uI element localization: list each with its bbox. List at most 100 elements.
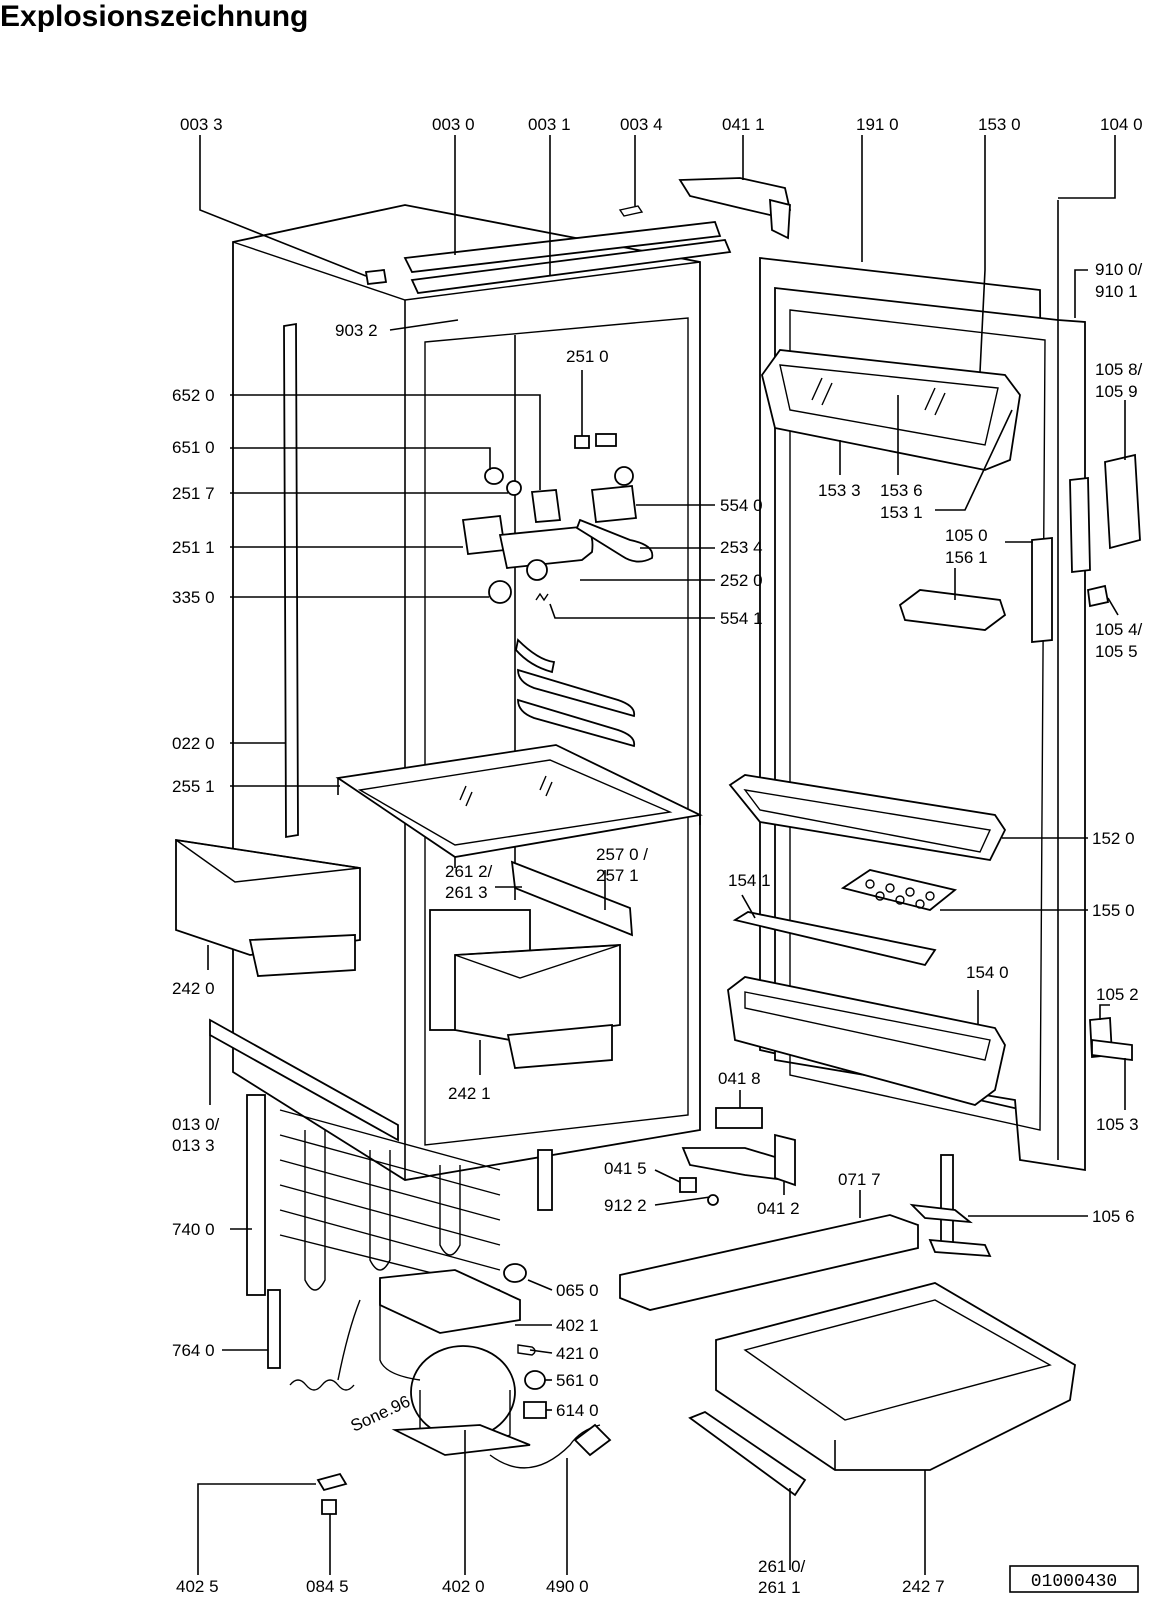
label-0033: 003 3: [180, 115, 223, 134]
label-1052: 105 2: [1096, 985, 1139, 1004]
label-1541: 154 1: [728, 871, 771, 890]
part-2427-drawer: [715, 1282, 1076, 1471]
label-0133: 013 3: [172, 1136, 215, 1155]
label-1055: 105 5: [1095, 642, 1138, 661]
label-1040: 104 0: [1100, 115, 1143, 134]
label-2613: 261 3: [445, 883, 488, 902]
part-1550-egg-tray: [840, 869, 958, 911]
part-0412-bottom-hinge: [679, 1107, 796, 1206]
part-1561-butter: [898, 589, 1007, 631]
part-2421-bin: [429, 909, 621, 1069]
label-2511: 251 1: [172, 538, 215, 557]
power-plug: [573, 1423, 612, 1457]
part-1541-rail: [732, 911, 937, 967]
part-4020-compressor: [379, 1269, 531, 1456]
label-0031: 003 1: [528, 115, 571, 134]
label-9122: 912 2: [604, 1196, 647, 1215]
label-2610: 261 0/: [758, 1557, 806, 1576]
label-0034: 003 4: [620, 115, 663, 134]
label-0412: 041 2: [757, 1199, 800, 1218]
label-5540: 554 0: [720, 496, 763, 515]
label-1550: 155 0: [1092, 901, 1135, 920]
label-2510: 251 0: [566, 347, 609, 366]
part-0650-capacitor: [503, 1263, 527, 1283]
label-2517: 251 7: [172, 484, 215, 503]
label-1561: 156 1: [945, 548, 988, 567]
label-0411: 041 1: [722, 115, 765, 134]
label-2611: 261 1: [758, 1578, 801, 1597]
part-1058-handle: [1104, 453, 1141, 550]
part-1052-hinge: [1089, 1017, 1133, 1062]
label-1054: 105 4/: [1095, 620, 1143, 639]
part-0845-foot: [321, 1499, 337, 1515]
part-4025-clip: [316, 1472, 348, 1492]
label-1056: 105 6: [1092, 1207, 1135, 1226]
part-1540-door-bin: [727, 976, 1006, 1106]
label-5541: 554 1: [720, 609, 763, 628]
label-1059: 105 9: [1095, 382, 1138, 401]
shelf-support-c: [517, 698, 636, 748]
part-1056-support: [909, 1154, 992, 1258]
label-0418: 041 8: [718, 1069, 761, 1088]
document-number: 01000430: [1031, 1572, 1117, 1592]
label-1050: 105 0: [945, 526, 988, 545]
thermostat-cluster: [461, 433, 654, 604]
label-9101: 910 1: [1095, 282, 1138, 301]
part-2551-glass-shelf: [335, 744, 703, 868]
part-2420-bin: [175, 838, 361, 977]
document-number-box: 01000430: [1009, 1565, 1139, 1593]
label-6140: 614 0: [556, 1401, 599, 1420]
label-1536: 153 6: [880, 481, 923, 500]
part-0034-clip: [618, 205, 644, 217]
label-1530: 153 0: [978, 115, 1021, 134]
part-7640-sensor: [267, 1289, 361, 1391]
label-0845: 084 5: [306, 1577, 349, 1596]
label-1540: 154 0: [966, 963, 1009, 982]
label-1520: 152 0: [1092, 829, 1135, 848]
part-1054-clip: [1087, 584, 1110, 608]
label-4025: 402 5: [176, 1577, 219, 1596]
part-0220-side-bar: [283, 322, 299, 839]
label-1910: 191 0: [856, 115, 899, 134]
label-0030: 003 0: [432, 115, 475, 134]
label-0650: 065 0: [556, 1281, 599, 1300]
leader-lines: [197, 135, 1126, 1575]
label-2570: 257 0 /: [596, 845, 648, 864]
label-2520: 252 0: [720, 571, 763, 590]
page-title: Explosionszeichnung: [0, 0, 309, 33]
label-0415: 041 5: [604, 1159, 647, 1178]
part-4210: [517, 1344, 536, 1356]
part-1530-dairy-balcony: [761, 349, 1021, 471]
label-4900: 490 0: [546, 1577, 589, 1596]
part-1520-door-bin: [728, 774, 1007, 861]
label-9100: 910 0/: [1095, 260, 1143, 279]
shelf-support-a: [515, 638, 556, 674]
label-2427: 242 7: [902, 1577, 945, 1596]
label-1533: 153 3: [818, 481, 861, 500]
part-2570-rail: [510, 860, 634, 937]
label-2612: 261 2/: [445, 862, 493, 881]
label-9032: 903 2: [335, 321, 378, 340]
label-2421: 242 1: [448, 1084, 491, 1103]
cabinet-body: [232, 204, 701, 1181]
label-1053: 105 3: [1096, 1115, 1139, 1134]
part-0411-top-hinge: [678, 177, 792, 240]
part-1059-trim: [1069, 476, 1091, 574]
label-1531: 153 1: [880, 503, 923, 522]
label-6520: 652 0: [172, 386, 215, 405]
part-labels: 003 3 003 0 003 1 003 4 041 1 191 0 153 …: [172, 115, 1143, 1597]
part-5610: [524, 1370, 546, 1390]
label-4210: 421 0: [556, 1344, 599, 1363]
part-0717-cover: [619, 1214, 919, 1311]
label-2571: 257 1: [596, 866, 639, 885]
label-2534: 253 4: [720, 538, 763, 557]
part-6140: [523, 1401, 547, 1419]
label-2420: 242 0: [172, 979, 215, 998]
shelf-support-b: [517, 668, 636, 718]
label-0220: 022 0: [172, 734, 215, 753]
label-0717: 071 7: [838, 1170, 881, 1189]
part-1050-strip: [1031, 537, 1053, 643]
label-1058: 105 8/: [1095, 360, 1143, 379]
label-4021: 402 1: [556, 1316, 599, 1335]
